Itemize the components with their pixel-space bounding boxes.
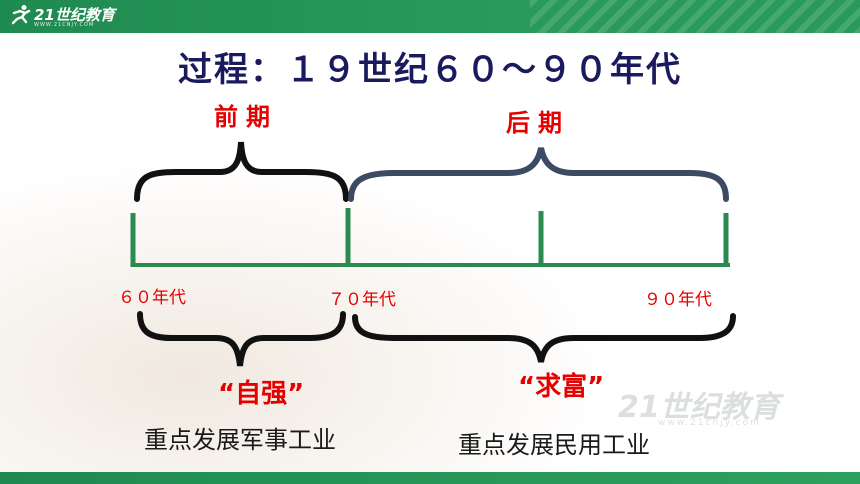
focus-early-text: 重点发展军事工业 [144, 426, 336, 454]
watermark-brand: 21世纪教育 [618, 390, 780, 425]
brand-site: WWW.21CNJY.COM [34, 22, 95, 28]
decade-90s-label: ９０年代 [644, 290, 712, 310]
decade-70s-label: ７０年代 [328, 290, 396, 310]
late-bottom-brace [352, 313, 736, 363]
logo: 21世纪教育 WWW.21CNJY.COM [10, 4, 115, 28]
slide-title: 过程：１９世纪６０～９０年代 [178, 50, 682, 90]
background-page [0, 33, 860, 472]
slogan-late: “求富” [518, 372, 605, 402]
late-top-brace [348, 147, 729, 202]
brand-name: 21世纪教育 [34, 5, 115, 24]
footer-bar [0, 472, 860, 484]
phase-late-label: 后期 [506, 109, 570, 137]
header-bar: 21世纪教育 WWW.21CNJY.COM [0, 0, 860, 33]
early-top-brace [134, 141, 349, 202]
header-pattern [530, 0, 860, 33]
phase-early-label: 前期 [214, 103, 278, 131]
watermark-site: www.21cnjy.com [658, 418, 761, 428]
runner-logo-icon [11, 5, 31, 25]
focus-late-text: 重点发展民用工业 [458, 431, 650, 459]
early-bottom-brace [137, 311, 346, 367]
watermark: 21世纪教育 www.21cnjy.com [618, 382, 780, 428]
decade-60s-label: ６０年代 [118, 288, 186, 308]
slogan-early: “自强” [218, 379, 305, 409]
